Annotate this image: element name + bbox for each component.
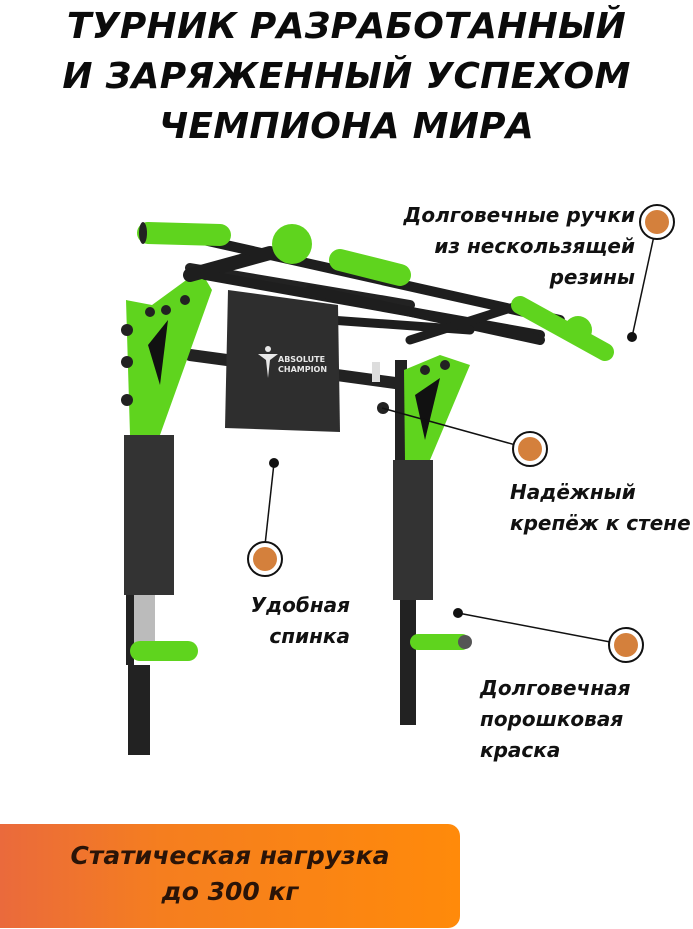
callout-wall-mount-line-2: крепёж к стене <box>510 511 691 535</box>
logo-text: ABSOLUTE <box>278 355 325 364</box>
headline: ТУРНИК РАЗРАБОТАННЫЙ И ЗАРЯЖЕННЫЙ УСПЕХО… <box>0 2 693 152</box>
right-post <box>393 460 472 725</box>
callout-marker-handles <box>627 204 675 342</box>
callout-handles: Долговечные ручки из нескользящей резины <box>380 200 635 293</box>
callout-handles-line-1: Долговечные ручки <box>403 203 635 227</box>
callout-handles-line-3: резины <box>549 265 635 289</box>
load-capacity-badge: Статическая нагрузка до 300 кг <box>0 824 460 928</box>
left-post <box>124 435 198 755</box>
callout-paint: Долговечная порошковая краска <box>480 673 631 766</box>
back-pad: ABSOLUTE CHAMPION <box>225 290 340 432</box>
callout-marker-paint <box>453 608 644 663</box>
headline-line-3: ЧЕМПИОНА МИРА <box>159 106 534 147</box>
champion-figure-icon <box>258 346 278 378</box>
headline-line-1: ТУРНИК РАЗРАБОТАННЫЙ <box>66 6 627 47</box>
callout-paint-line-3: краска <box>480 738 561 762</box>
headline-line-2: И ЗАРЯЖЕННЫЙ УСПЕХОМ <box>62 56 631 97</box>
svg-text:CHAMPION: CHAMPION <box>278 365 327 374</box>
callout-paint-line-2: порошковая <box>480 707 624 731</box>
right-bracket <box>372 355 470 470</box>
callout-marker-back-pad <box>247 458 283 577</box>
callout-wall-mount: Надёжный крепёж к стене <box>510 477 691 539</box>
badge-line-2: до 300 кг <box>161 877 299 906</box>
callout-handles-line-2: из нескользящей <box>434 234 635 258</box>
callout-paint-line-1: Долговечная <box>480 676 631 700</box>
callout-back-pad: Удобная спинка <box>230 590 350 652</box>
callout-wall-mount-line-1: Надёжный <box>510 480 636 504</box>
callout-back-pad-line-1: Удобная <box>250 593 350 617</box>
rubber-grips <box>137 222 614 361</box>
callout-marker-wall-mount <box>381 407 548 467</box>
callout-back-pad-line-2: спинка <box>269 624 350 648</box>
badge-line-1: Статическая нагрузка <box>70 841 390 870</box>
left-bracket <box>121 270 212 435</box>
